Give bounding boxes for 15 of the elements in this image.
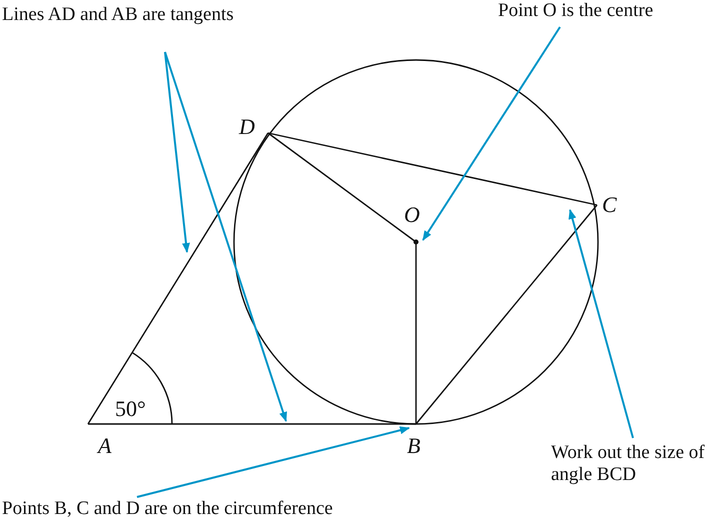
- point-label: B: [407, 434, 420, 458]
- callout-text: Lines AD and AB are tangents: [2, 4, 234, 26]
- leader-arrow: [422, 26, 561, 241]
- leader-arrow: [164, 52, 190, 253]
- point-label: C: [602, 193, 617, 217]
- callout-text: Points B, C and D are on the circumference: [2, 498, 333, 520]
- point-label: O: [404, 203, 420, 227]
- leader-arrow: [164, 52, 287, 422]
- callout-text: Work out the size of angle BCD: [551, 442, 719, 486]
- point-label: D: [239, 115, 255, 139]
- leader-arrow: [568, 209, 634, 438]
- callout-text: Point O is the centre: [498, 0, 654, 22]
- angle-label: 50°: [115, 397, 146, 421]
- leader-arrow: [136, 426, 410, 498]
- point-label: A: [98, 434, 112, 458]
